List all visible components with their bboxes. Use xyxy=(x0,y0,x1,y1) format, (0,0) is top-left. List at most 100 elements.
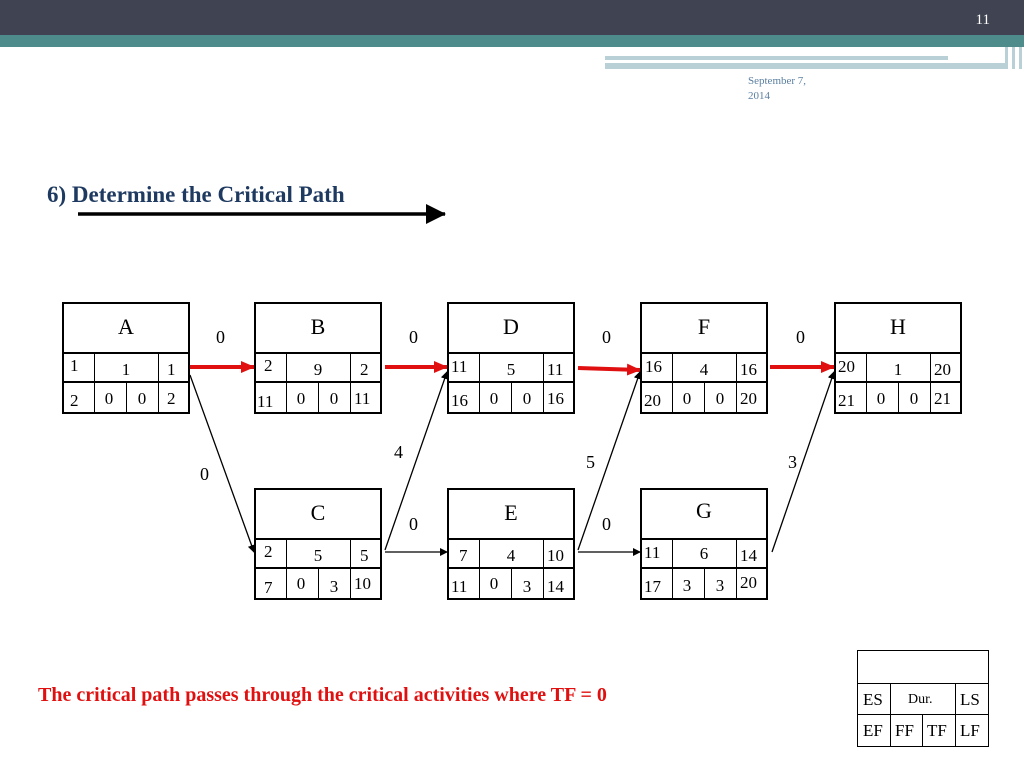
free-float: 3 xyxy=(682,576,692,595)
late-finish: 14 xyxy=(547,577,564,596)
critical-arrow-d-f xyxy=(577,363,641,376)
decorative-line xyxy=(1019,47,1022,69)
decorative-line xyxy=(1012,47,1015,69)
node-row-top: 20 1 20 xyxy=(836,352,960,383)
free-float: 0 xyxy=(104,389,114,408)
node-row-top: 11 5 11 xyxy=(449,352,573,383)
lag-label-a-c: 0 xyxy=(200,464,209,484)
activity-node-e: E 7 4 10 11 0 3 14 xyxy=(447,488,575,600)
early-finish: 2 xyxy=(70,391,79,410)
node-row-top: 7 4 10 xyxy=(449,538,573,569)
early-finish: 16 xyxy=(451,391,468,410)
activity-name: A xyxy=(118,314,134,339)
activity-name: G xyxy=(696,498,712,523)
early-start: 16 xyxy=(645,357,662,376)
node-legend: ES Dur. LS EF FF TF LF xyxy=(857,650,989,747)
node-row-top: 16 4 16 xyxy=(642,352,766,383)
late-start: 5 xyxy=(360,546,369,565)
node-row-bottom: 11 0 0 11 xyxy=(256,383,380,414)
slide-date: September 7, 2014 xyxy=(748,75,807,102)
late-finish: 10 xyxy=(354,574,371,593)
duration: 4 xyxy=(699,360,709,379)
free-float: 0 xyxy=(489,389,499,408)
late-start: 16 xyxy=(740,360,757,379)
lag-label-c-e: 0 xyxy=(409,514,418,534)
duration: 5 xyxy=(313,546,323,565)
node-row-bottom: 20 0 0 20 xyxy=(642,383,766,414)
total-float: 0 xyxy=(522,389,532,408)
legend-row-bottom: EF FF TF LF xyxy=(858,715,988,747)
early-start: 7 xyxy=(459,546,468,565)
header-bar xyxy=(0,0,1024,35)
slide-title: 6) Determine the Critical Path xyxy=(47,182,345,207)
free-float: 0 xyxy=(876,389,886,408)
early-start: 11 xyxy=(451,357,468,376)
duration: 6 xyxy=(699,544,709,563)
decorative-line xyxy=(605,63,1005,69)
late-finish: 16 xyxy=(547,389,564,408)
early-finish: 11 xyxy=(451,577,468,596)
activity-name: H xyxy=(890,314,906,339)
node-row-top: 11 6 14 xyxy=(642,538,766,569)
lag-label-c-d: 4 xyxy=(394,442,403,462)
free-float: 0 xyxy=(296,389,306,408)
header-accent-stripe xyxy=(0,35,1024,47)
node-row-bottom: 21 0 0 21 xyxy=(836,383,960,414)
lag-label-a-b: 0 xyxy=(216,327,225,347)
node-row-top: 1 1 1 xyxy=(64,352,188,383)
duration: 1 xyxy=(121,360,131,379)
late-finish: 11 xyxy=(354,389,371,408)
lag-label-e-g: 0 xyxy=(602,514,611,534)
late-finish: 20 xyxy=(740,573,757,592)
lag-label-b-d: 0 xyxy=(409,327,418,347)
activity-node-b: B 2 9 2 11 0 0 11 xyxy=(254,302,382,414)
lag-label-g-h: 3 xyxy=(788,452,797,472)
free-float: 0 xyxy=(489,574,499,593)
late-start: 14 xyxy=(740,546,757,565)
activity-name: C xyxy=(310,500,326,525)
node-row-bottom: 7 0 3 10 xyxy=(256,569,380,600)
free-float: 0 xyxy=(296,574,306,593)
legend-es: ES xyxy=(863,690,883,709)
activity-name: B xyxy=(310,314,326,339)
activity-node-d: D 11 5 11 16 0 0 16 xyxy=(447,302,575,414)
late-finish: 21 xyxy=(934,389,951,408)
activity-node-g: G 11 6 14 17 3 3 20 xyxy=(640,488,768,600)
legend-ff: FF xyxy=(895,721,914,740)
arrow-g-h xyxy=(771,371,836,553)
total-float: 3 xyxy=(715,576,725,595)
lag-label-f-h: 0 xyxy=(796,327,805,347)
late-finish: 2 xyxy=(167,389,176,408)
legend-ls: LS xyxy=(960,690,980,709)
arrow-a-c xyxy=(189,374,256,553)
arrow-e-f xyxy=(577,371,642,551)
arrow-c-d xyxy=(384,371,449,551)
duration: 1 xyxy=(893,360,903,379)
duration: 9 xyxy=(313,360,323,379)
early-start: 11 xyxy=(644,543,661,562)
legend-dur: Dur. xyxy=(908,692,933,707)
activity-name: D xyxy=(503,314,519,339)
total-float: 0 xyxy=(715,389,725,408)
late-finish: 20 xyxy=(740,389,757,408)
early-finish: 7 xyxy=(264,578,273,597)
early-start: 2 xyxy=(264,542,273,561)
early-start: 2 xyxy=(264,356,273,375)
node-row-top: 2 5 5 xyxy=(256,538,380,569)
total-float: 0 xyxy=(909,389,919,408)
duration: 4 xyxy=(506,546,516,565)
total-float: 3 xyxy=(522,577,532,596)
node-row-bottom: 16 0 0 16 xyxy=(449,383,573,414)
duration: 5 xyxy=(506,360,516,379)
late-start: 2 xyxy=(360,360,369,379)
decorative-line xyxy=(1005,47,1008,69)
legend-ef: EF xyxy=(863,721,883,740)
late-start: 11 xyxy=(547,360,564,379)
node-row-top: 2 9 2 xyxy=(256,352,380,383)
late-start: 20 xyxy=(934,360,951,379)
free-float: 0 xyxy=(682,389,692,408)
slide-number: 11 xyxy=(975,12,990,28)
late-start: 1 xyxy=(167,360,176,379)
early-start: 1 xyxy=(70,356,79,375)
